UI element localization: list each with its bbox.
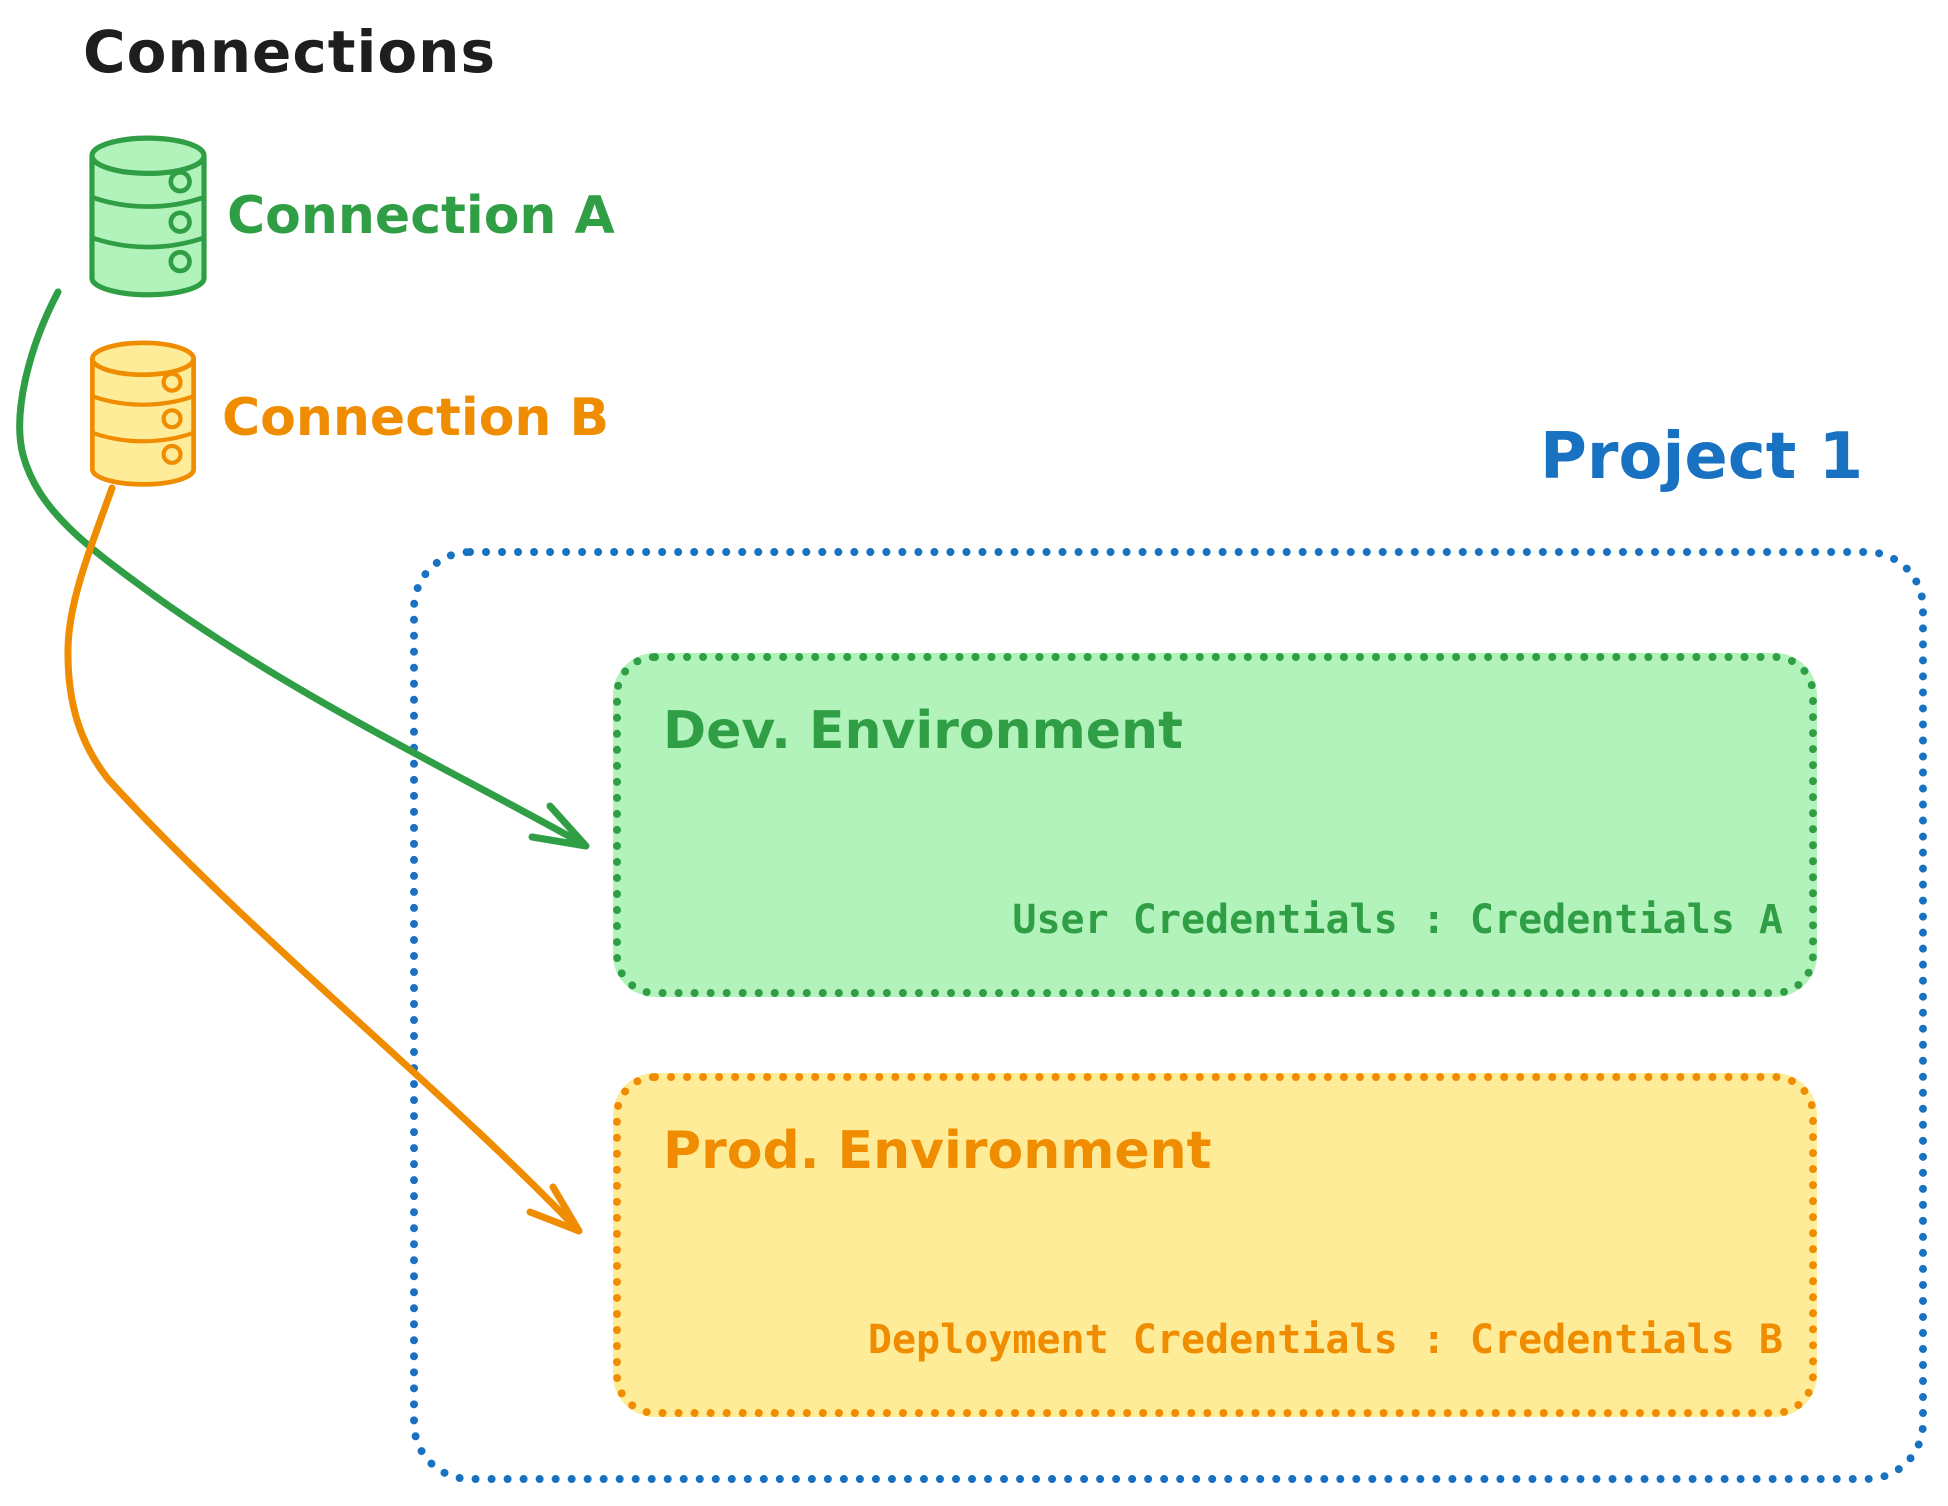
dev-environment-credentials: User Credentials : Credentials A bbox=[1012, 897, 1783, 943]
database-icon-connection-b bbox=[90, 340, 196, 487]
dev-environment-title: Dev. Environment bbox=[663, 701, 1183, 761]
database-icon-connection-a bbox=[89, 135, 207, 298]
connection-a-label: Connection A bbox=[227, 186, 615, 246]
connection-b-label: Connection B bbox=[222, 388, 610, 448]
prod-environment-title: Prod. Environment bbox=[663, 1121, 1212, 1181]
connections-section-title: Connections bbox=[83, 18, 496, 86]
prod-environment-credentials: Deployment Credentials : Credentials B bbox=[867, 1317, 1783, 1363]
prod-environment-box: Prod. Environment Deployment Credentials… bbox=[613, 1073, 1817, 1417]
project-title: Project 1 bbox=[1540, 420, 1864, 494]
dev-environment-box: Dev. Environment User Credentials : Cred… bbox=[613, 653, 1817, 997]
